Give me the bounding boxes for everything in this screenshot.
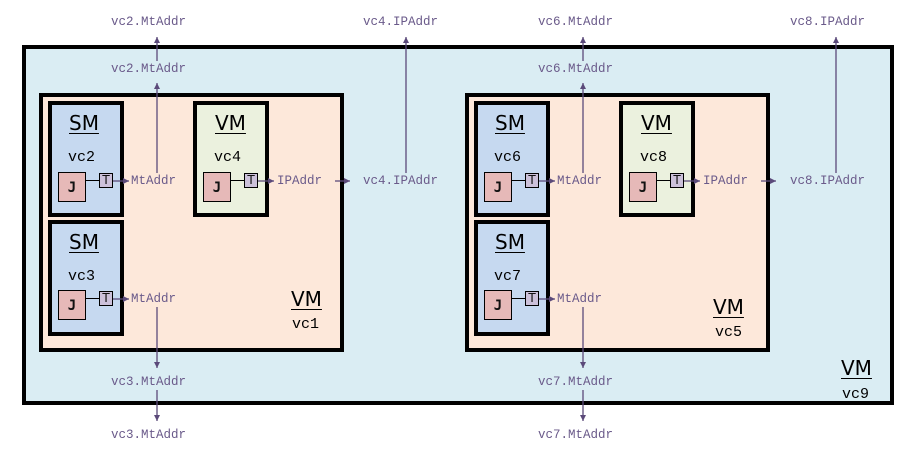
trigger-vc3: T [99,291,113,306]
vm-vc4-name: vc4 [214,149,242,166]
port-vc7: MtAddr [557,292,603,306]
vm-vc5-kind: VM [713,295,744,319]
export-vc8-top: vc8.IPAddr [790,15,866,29]
vm-vc9-name: vc9 [842,386,870,403]
sm-vc3-kind: SM [69,230,99,254]
arrow-vc4-up-head [403,37,409,43]
port-vc3: MtAddr [131,292,177,306]
trigger-vc7: T [525,291,539,306]
vm-vc9-kind: VM [841,356,872,380]
j-t-link-vc3 [86,298,99,299]
trigger-vc4: T [244,173,258,188]
sm-vc2-name: vc2 [68,149,96,166]
export-vc6-top: vc6.MtAddr [538,15,614,29]
job-vc7: J [484,290,512,320]
sm-vc3-name: vc3 [68,268,96,285]
port-vc2: MtAddr [131,174,177,188]
export-vc4-mid: vc4.IPAddr [363,174,439,188]
export-vc3-mid: vc3.MtAddr [111,375,187,389]
arrow-vc8-up-head [833,37,839,43]
export-vc2-top: vc2.MtAddr [111,15,187,29]
vm-vc5-name: vc5 [715,324,743,341]
trigger-vc8: T [670,173,684,188]
job-vc4: J [203,172,231,202]
export-vc7-mid: vc7.MtAddr [538,375,614,389]
port-vc8: IPAddr [703,174,749,188]
export-vc3-bottom: vc3.MtAddr [111,428,187,442]
j-t-link-vc4 [231,180,244,181]
j-t-link-vc8 [657,180,670,181]
vm-vc8-kind: VM [641,111,672,135]
j-t-link-vc7 [512,298,525,299]
j-t-link-vc2 [86,180,99,181]
vm-vc8-name: vc8 [640,149,668,166]
sm-vc6-box: SM vc6 [474,101,550,217]
sm-vc2-kind: SM [69,111,99,135]
export-vc6-mid: vc6.MtAddr [538,62,614,76]
export-vc4-top: vc4.IPAddr [363,15,439,29]
export-vc8-mid: vc8.IPAddr [790,174,866,188]
vm-vc1-name: vc1 [292,316,320,333]
trigger-vc6: T [525,173,539,188]
sm-vc2-box: SM vc2 [48,101,124,217]
vm-vc1-kind: VM [291,287,322,311]
job-vc3: J [58,290,86,320]
arrow-vc7-down-outer-head [580,415,586,421]
arrow-vc6-up-outer-head [580,37,586,43]
arrow-vc3-down-outer-head [154,415,160,421]
trigger-vc2: T [99,173,113,188]
sm-vc6-name: vc6 [494,149,522,166]
job-vc8: J [629,172,657,202]
sm-vc7-kind: SM [495,230,525,254]
port-vc6: MtAddr [557,174,603,188]
port-vc4: IPAddr [277,174,323,188]
job-vc6: J [484,172,512,202]
job-vc2: J [58,172,86,202]
arrow-vc2-up-outer-head [154,37,160,43]
export-vc7-bottom: vc7.MtAddr [538,428,614,442]
export-vc2-mid: vc2.MtAddr [111,62,187,76]
j-t-link-vc6 [512,180,525,181]
sm-vc7-name: vc7 [494,268,522,285]
sm-vc6-kind: SM [495,111,525,135]
vm-vc4-kind: VM [215,111,246,135]
